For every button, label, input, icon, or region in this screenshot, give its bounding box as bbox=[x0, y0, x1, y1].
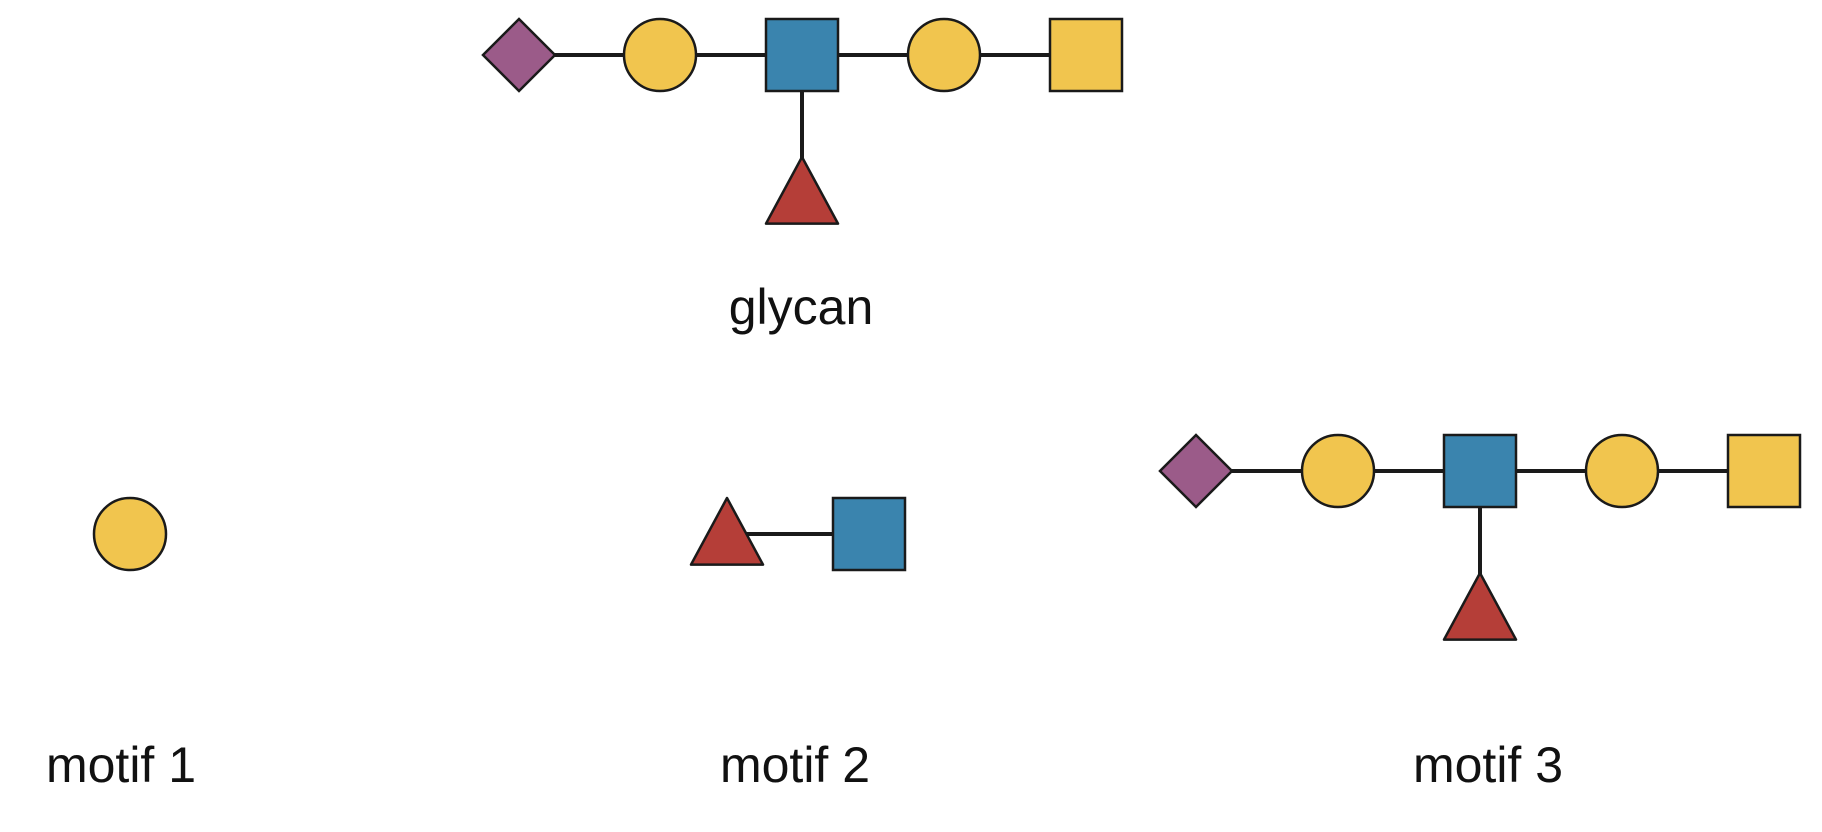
yellow-circle-icon bbox=[906, 17, 982, 93]
yellow-square-icon bbox=[1726, 433, 1802, 509]
motif-3-label: motif 3 bbox=[1412, 737, 1564, 793]
yellow-circle-icon bbox=[92, 496, 168, 572]
yellow-square-icon bbox=[1048, 17, 1124, 93]
motif-1-label: motif 1 bbox=[45, 737, 197, 793]
red-triangle-icon bbox=[764, 155, 840, 225]
yellow-circle-icon bbox=[1584, 433, 1660, 509]
motif-1-structure bbox=[92, 496, 168, 572]
blue-square-icon bbox=[1442, 433, 1518, 509]
red-triangle-icon bbox=[689, 496, 765, 566]
motif-2-structure bbox=[689, 496, 907, 572]
yellow-circle-icon bbox=[622, 17, 698, 93]
blue-square-icon bbox=[764, 17, 840, 93]
glycan-label: glycan bbox=[728, 279, 874, 335]
motif-3-structure bbox=[1158, 433, 1802, 641]
purple-diamond-icon bbox=[1158, 433, 1234, 509]
blue-square-icon bbox=[831, 496, 907, 572]
purple-diamond-icon bbox=[481, 17, 557, 93]
motif-2-label: motif 2 bbox=[719, 737, 871, 793]
glycan-structure bbox=[481, 17, 1124, 225]
red-triangle-icon bbox=[1442, 571, 1518, 641]
yellow-circle-icon bbox=[1300, 433, 1376, 509]
